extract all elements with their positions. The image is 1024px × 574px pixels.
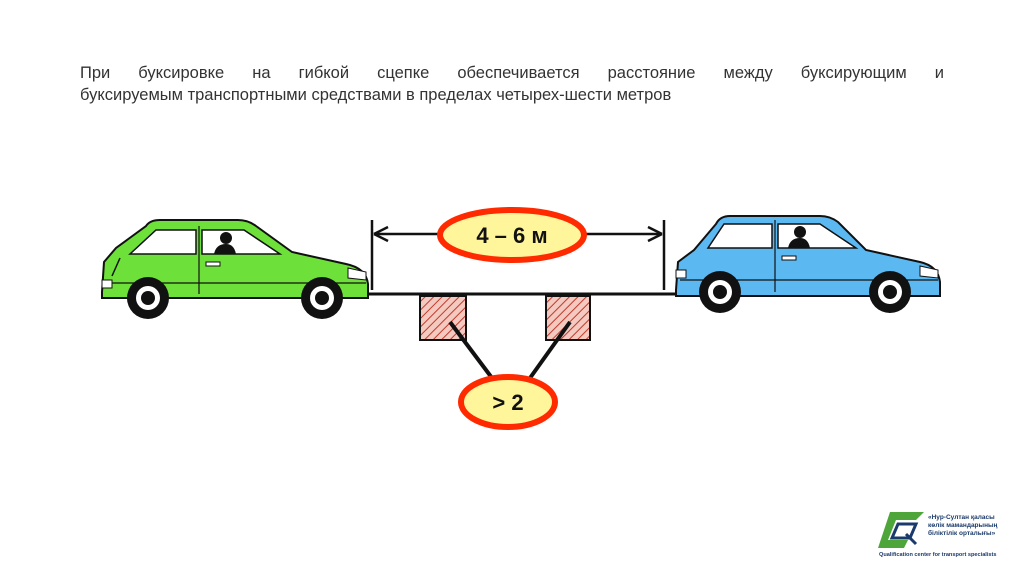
front-wheel (869, 271, 911, 313)
caption-line-1: При буксировке на гибкой сцепке обеспечи… (80, 64, 944, 82)
driver-silhouette (214, 232, 236, 254)
logo-subtitle: Qualification center for transport speci… (879, 552, 997, 558)
distance-label: 4 – 6 м (437, 207, 587, 263)
pointer-line-left (448, 320, 494, 380)
logo-line-3: біліктілік орталығы» (928, 530, 996, 537)
logo-text: «Нур-Султан қаласы көлік мамандарының бі… (928, 514, 998, 538)
logo-line-1: «Нур-Султан қаласы (928, 514, 995, 521)
organization-logo: «Нур-Султан қаласы көлік мамандарының бі… (876, 508, 1016, 568)
rear-wheel (127, 277, 169, 319)
distance-text: 4 – 6 м (476, 223, 547, 248)
logo-emblem-icon (878, 512, 924, 548)
caption: При буксировке на гибкой сцепке обеспечи… (80, 62, 944, 106)
warning-flag-right (545, 295, 591, 341)
rear-wheel (699, 271, 741, 313)
towing-car (101, 219, 369, 319)
towed-car (675, 215, 941, 313)
flag-size-label: > 2 (458, 374, 558, 430)
front-wheel (301, 277, 343, 319)
logo-line-2: көлік мамандарының (928, 522, 998, 529)
pointer-line-right (528, 320, 572, 380)
driver-silhouette (788, 226, 810, 248)
flag-size-text: > 2 (492, 390, 523, 415)
caption-line-2: буксируемым транспортными средствами в п… (80, 86, 672, 104)
